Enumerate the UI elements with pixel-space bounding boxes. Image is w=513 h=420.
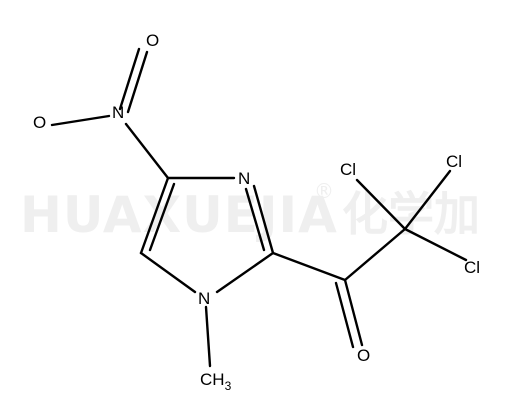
watermark: HUAXUEJIA ® 化学加 xyxy=(20,179,480,244)
bond-n3-c2-b xyxy=(244,187,266,252)
atom-ch3-subscript: 3 xyxy=(225,379,232,393)
atom-o-left: O xyxy=(33,113,46,132)
atom-o-top: O xyxy=(146,31,159,50)
bond-c-o-a xyxy=(343,278,364,347)
bond-c-cl3 xyxy=(403,227,468,262)
bond-n-o-top-a xyxy=(126,50,149,114)
bond-n1-c5 xyxy=(139,251,197,294)
bond-c-cl1 xyxy=(355,178,407,231)
bonds xyxy=(50,47,468,368)
bond-n-o-left xyxy=(50,114,111,127)
atom-ch3-letters: CH xyxy=(200,370,225,389)
atom-n-ring-1: N xyxy=(198,289,210,308)
bond-c5-c4-a xyxy=(139,176,170,255)
bond-c5-c4-b xyxy=(148,182,176,252)
bond-n-o-top-b xyxy=(118,47,141,111)
watermark-registered-mark: ® xyxy=(314,179,334,203)
atom-cl-2: Cl xyxy=(446,152,462,171)
watermark-latin: HUAXUEJIA xyxy=(20,186,338,244)
bond-c2-carbonyl xyxy=(271,251,347,282)
bond-c2-n1 xyxy=(215,251,275,294)
atom-cl-1: Cl xyxy=(340,160,356,179)
bond-c-o-b xyxy=(334,281,355,349)
atom-ch3: CH3 xyxy=(200,370,232,393)
atom-n-ring-3: N xyxy=(238,169,250,188)
atom-cl-3: Cl xyxy=(464,258,480,277)
bond-carbonyl-ccl3 xyxy=(343,227,407,282)
bond-n1-ch3 xyxy=(204,305,212,368)
bond-n3-c2-a xyxy=(252,184,275,255)
bond-nitro-c4 xyxy=(124,122,170,180)
atom-o-carbonyl: O xyxy=(357,346,370,365)
atom-labels: O N O N N CH3 O Cl Cl Cl xyxy=(33,31,480,393)
bond-c-cl2 xyxy=(403,169,452,231)
atom-n-nitro: N xyxy=(112,103,124,122)
